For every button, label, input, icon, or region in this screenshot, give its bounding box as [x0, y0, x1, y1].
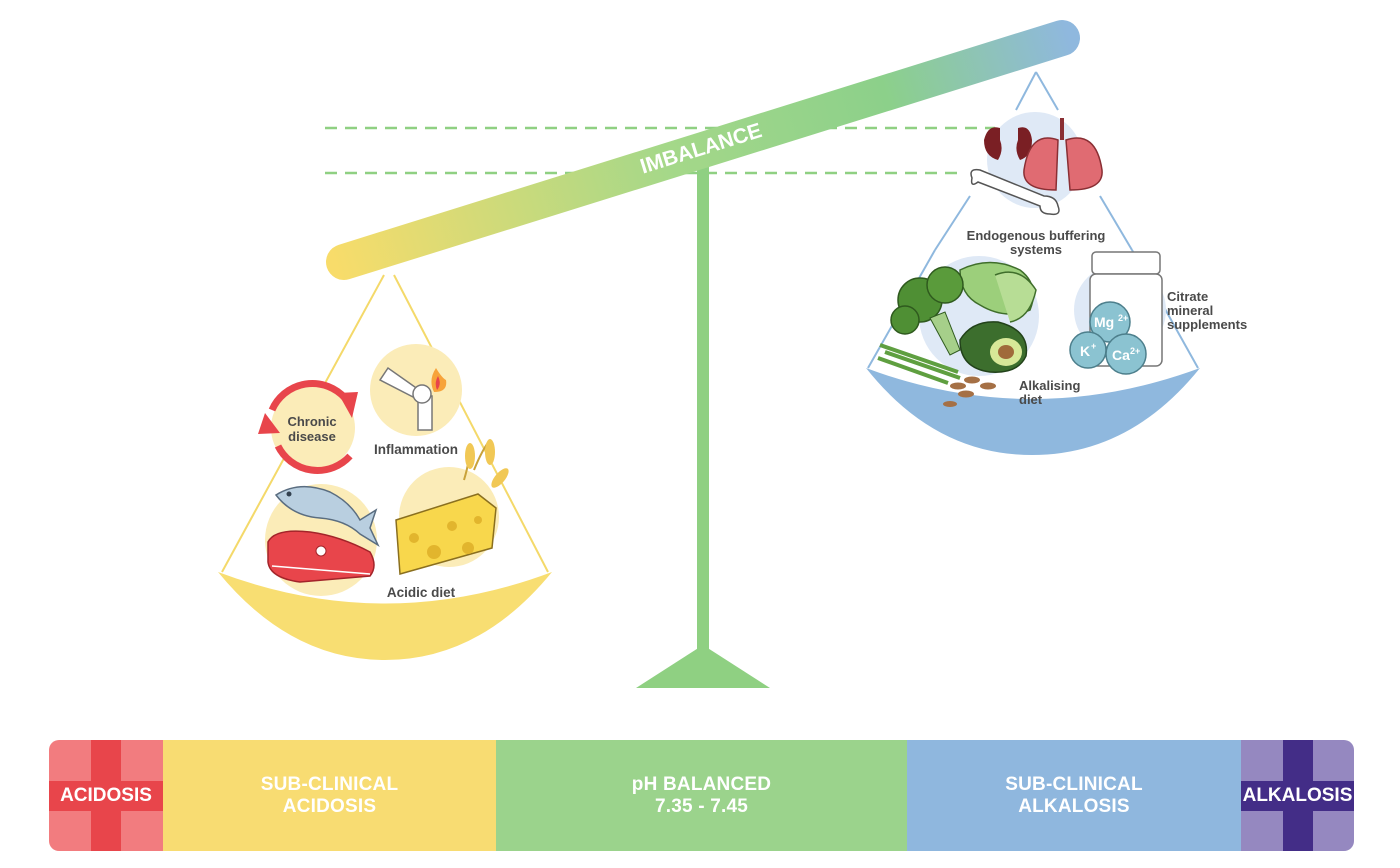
fish-and-meat-icon [265, 484, 380, 596]
ion-mg-charge: 2+ [1118, 313, 1128, 323]
chronic-disease-label-line2: disease [288, 429, 336, 444]
inflammation-label: Inflammation [374, 442, 458, 457]
vegetables-icon [877, 256, 1039, 407]
acidic-diet-label: Acidic diet [387, 585, 456, 600]
chronic-disease-label-line1: Chronic [287, 414, 336, 429]
scale-beam [326, 20, 1080, 280]
chronic-disease-icon [258, 380, 358, 474]
citrate-label-line3: supplements [1167, 317, 1247, 332]
ph-balanced-label-line1: pH BALANCED [631, 773, 772, 795]
acidosis-segment: ACIDOSIS [49, 740, 163, 851]
citrate-label-line2: mineral [1167, 303, 1213, 318]
cheese-and-wheat-icon [395, 439, 509, 575]
alkalising-diet-label-line2: diet [1019, 392, 1043, 407]
alkalosis-segment: ALKALOSIS [1241, 740, 1354, 851]
ion-k: K [1080, 343, 1090, 359]
ph-balanced-segment: pH BALANCED 7.35 - 7.45 [496, 740, 907, 851]
sub-acidosis-label-line1: SUB-CLINICAL [260, 773, 399, 795]
left-pan [218, 274, 552, 660]
alkalising-diet-label-line1: Alkalising [1019, 378, 1080, 393]
endogenous-label-line1: Endogenous buffering [967, 228, 1106, 243]
ion-ca-charge: 2+ [1130, 346, 1140, 356]
scale-stand [636, 160, 770, 688]
endogenous-label-line2: systems [1010, 242, 1062, 257]
organs-icon [970, 112, 1103, 216]
ion-k-charge: + [1091, 341, 1096, 351]
sub-clinical-alkalosis-segment: SUB-CLINICAL ALKALOSIS [907, 740, 1241, 851]
ph-balanced-label-line2: 7.35 - 7.45 [654, 795, 749, 817]
acidosis-label: ACIDOSIS [49, 781, 163, 811]
sub-clinical-acidosis-segment: SUB-CLINICAL ACIDOSIS [163, 740, 496, 851]
alkalosis-label: ALKALOSIS [1241, 781, 1354, 811]
ion-mg: Mg [1094, 314, 1114, 330]
inflamed-joint-icon [370, 344, 462, 436]
sub-acidosis-label-line2: ACIDOSIS [282, 795, 377, 817]
sub-alkalosis-label-line2: ALKALOSIS [1018, 795, 1130, 817]
sub-alkalosis-label-line1: SUB-CLINICAL [1005, 773, 1143, 795]
citrate-label-line1: Citrate [1167, 289, 1208, 304]
supplement-jar-icon [1069, 251, 1166, 375]
ion-ca: Ca [1112, 347, 1130, 363]
